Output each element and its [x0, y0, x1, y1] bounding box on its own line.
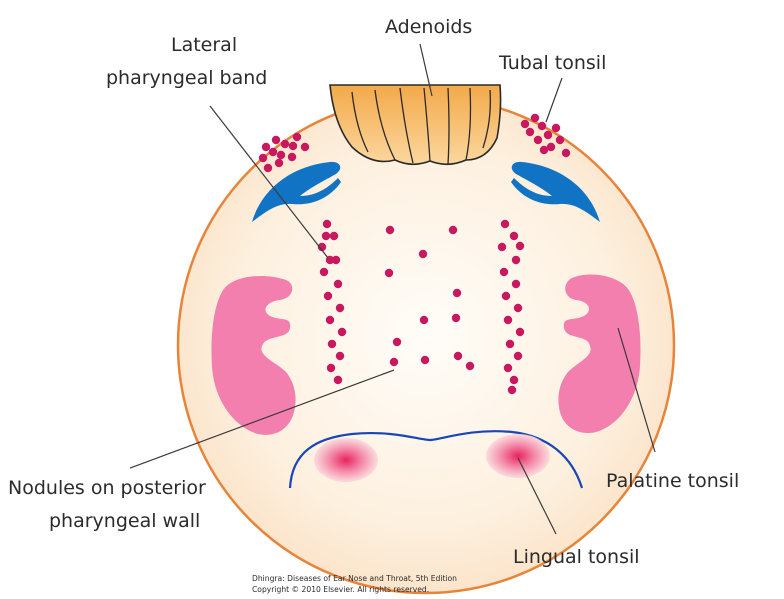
- left-lateral-band-dot: [326, 316, 334, 324]
- posterior-wall-nodule: [390, 358, 398, 366]
- lateral-band-label-line1: Lateral: [171, 34, 237, 56]
- right-lateral-band-dot: [510, 376, 518, 384]
- posterior-wall-nodule: [452, 314, 460, 322]
- left-lingual-tonsil: [314, 438, 378, 482]
- right-lateral-band-dot: [504, 316, 512, 324]
- left-lateral-band-dot: [322, 232, 330, 240]
- tubal-dot: [531, 114, 539, 122]
- lateral-band-label-line2: pharyngeal band: [106, 67, 267, 89]
- tubal-dot: [552, 124, 560, 132]
- right-lateral-band-dot: [510, 232, 518, 240]
- copyright-caption-line2: Copyright © 2010 Elsevier. All rights re…: [252, 585, 429, 594]
- tubal-dot: [293, 133, 301, 141]
- left-lateral-band-dot: [330, 232, 338, 240]
- left-lateral-band-dot: [327, 364, 335, 372]
- right-lateral-band-dot: [504, 364, 512, 372]
- posterior-wall-nodule: [449, 226, 457, 234]
- right-lateral-band-dot: [516, 328, 524, 336]
- right-lateral-band-dot: [516, 242, 524, 250]
- posterior-wall-nodule: [385, 269, 393, 277]
- right-lateral-band-dot: [500, 268, 508, 276]
- left-lateral-band-dot: [338, 328, 346, 336]
- posterior-wall-nodule: [419, 250, 427, 258]
- right-lateral-band-dot: [506, 340, 514, 348]
- tubal-dot: [275, 159, 283, 167]
- right-lateral-band-dot: [508, 386, 516, 394]
- posterior-wall-nodule: [421, 356, 429, 364]
- lingual-tonsil-label: Lingual tonsil: [513, 546, 640, 568]
- right-lateral-band-dot: [501, 220, 509, 228]
- tubal-dot: [264, 164, 272, 172]
- left-lateral-band-dot: [336, 352, 344, 360]
- nodules-label-line2: pharyngeal wall: [49, 510, 200, 532]
- tubal-dot: [272, 136, 280, 144]
- tubal-dot: [277, 151, 285, 159]
- posterior-wall-nodule: [386, 226, 394, 234]
- left-lateral-band-dot: [328, 340, 336, 348]
- right-lateral-band-dot: [512, 280, 520, 288]
- right-lateral-band-dot: [514, 352, 522, 360]
- posterior-wall-nodule: [454, 352, 462, 360]
- right-lateral-band-dot: [514, 304, 522, 312]
- palatine-tonsil-label: Palatine tonsil: [606, 470, 739, 492]
- left-lateral-band-dot: [320, 268, 328, 276]
- posterior-wall-nodule: [393, 338, 401, 346]
- left-lateral-band-dot: [334, 280, 342, 288]
- tubal-tonsil-leader: [546, 78, 562, 122]
- tubal-dot: [259, 154, 267, 162]
- right-lingual-tonsil: [486, 434, 550, 478]
- right-lateral-band-dot: [502, 292, 510, 300]
- tubal-dot: [301, 143, 309, 151]
- posterior-wall-nodule: [420, 316, 428, 324]
- left-lateral-band-dot: [336, 304, 344, 312]
- adenoids-label: Adenoids: [385, 16, 472, 38]
- tubal-dot: [540, 146, 548, 154]
- tubal-dot: [562, 149, 570, 157]
- tubal-dot: [289, 142, 297, 150]
- tubal-dot: [556, 136, 564, 144]
- tubal-dot: [269, 148, 277, 156]
- tubal-dot: [521, 120, 529, 128]
- left-lateral-band-dot: [334, 376, 342, 384]
- tubal-dot: [288, 153, 296, 161]
- tubal-tonsil-label: Tubal tonsil: [498, 52, 606, 74]
- tubal-dot: [534, 136, 542, 144]
- tubal-dot: [281, 140, 289, 148]
- posterior-wall-nodule: [453, 289, 461, 297]
- posterior-wall-nodule: [466, 362, 474, 370]
- left-lateral-band-dot: [324, 292, 332, 300]
- tubal-dot: [538, 122, 546, 130]
- tubal-dot: [544, 131, 552, 139]
- tubal-dot: [526, 128, 534, 136]
- copyright-caption-line1: Dhingra: Diseases of Ear Nose and Throat…: [252, 574, 457, 583]
- nodules-label-line1: Nodules on posterior: [8, 477, 206, 499]
- left-lateral-band-dot: [323, 220, 331, 228]
- right-lateral-band-dot: [512, 256, 520, 264]
- right-lateral-band-dot: [498, 243, 506, 251]
- tubal-dot: [262, 143, 270, 151]
